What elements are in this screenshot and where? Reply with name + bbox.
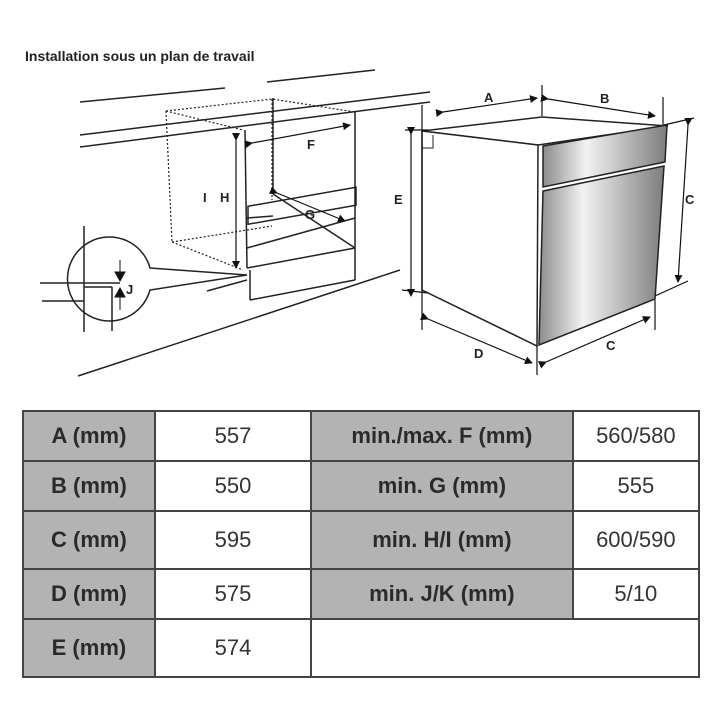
label-c-width: C	[606, 338, 616, 353]
table-empty-cell	[310, 618, 700, 678]
label-a: A	[484, 90, 494, 105]
table-key: D (mm)	[22, 568, 156, 620]
cabinet-dimension-arrows	[232, 122, 351, 269]
label-d: D	[474, 346, 483, 361]
table-key: B (mm)	[22, 460, 156, 512]
table-row: D (mm) 575 min. J/K (mm) 5/10	[22, 568, 701, 620]
detail-callout	[40, 226, 248, 332]
j-gap-arrows	[114, 260, 126, 310]
table-key: C (mm)	[22, 510, 156, 570]
table-key: min. H/I (mm)	[310, 510, 574, 570]
table-value: 550	[153, 460, 313, 512]
label-b: B	[600, 91, 609, 106]
table-key: min. J/K (mm)	[310, 568, 574, 620]
table-row: B (mm) 550 min. G (mm) 555	[22, 460, 701, 512]
table-value: 574	[153, 618, 313, 678]
label-e: E	[394, 192, 403, 207]
cabinet-dotted-outline	[165, 98, 356, 271]
label-i: I	[203, 190, 207, 205]
installation-diagram: F G I H J	[40, 69, 695, 377]
table-value: 555	[571, 460, 701, 512]
label-j: J	[126, 282, 133, 297]
table-value: 557	[153, 410, 313, 462]
table-value: 5/10	[571, 568, 701, 620]
label-f: F	[307, 137, 315, 152]
label-h: H	[220, 190, 229, 205]
oven-drawing	[421, 116, 669, 348]
dimensions-table: A (mm) 557 min./max. F (mm) 560/580 B (m…	[22, 410, 701, 678]
table-key: E (mm)	[22, 618, 156, 678]
label-g: G	[305, 207, 315, 222]
table-value: 560/580	[571, 410, 701, 462]
table-row: C (mm) 595 min. H/I (mm) 600/590	[22, 510, 701, 570]
table-key: min./max. F (mm)	[310, 410, 574, 462]
table-value: 600/590	[571, 510, 701, 570]
table-key: min. G (mm)	[310, 460, 574, 512]
diagram-title: Installation sous un plan de travail	[25, 48, 255, 64]
table-value: 575	[153, 568, 313, 620]
table-key: A (mm)	[22, 410, 156, 462]
oven-dimension-arrows	[401, 85, 695, 375]
table-row: A (mm) 557 min./max. F (mm) 560/580	[22, 410, 701, 462]
label-c-height: C	[685, 192, 695, 207]
table-value: 595	[153, 510, 313, 570]
table-row: E (mm) 574	[22, 618, 700, 678]
